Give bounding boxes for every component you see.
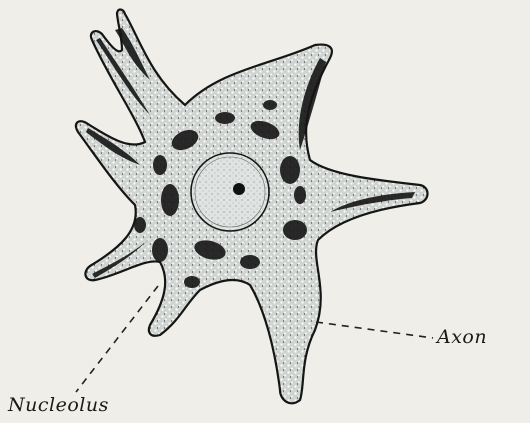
nucleolus-label: Nucleolus [8,394,109,416]
nucleus [191,153,269,231]
nucleolus-dot [233,183,245,195]
axon-label: Axon [437,326,487,348]
nucleolus-leader-line [76,286,158,392]
axon-leader-line [316,322,433,338]
